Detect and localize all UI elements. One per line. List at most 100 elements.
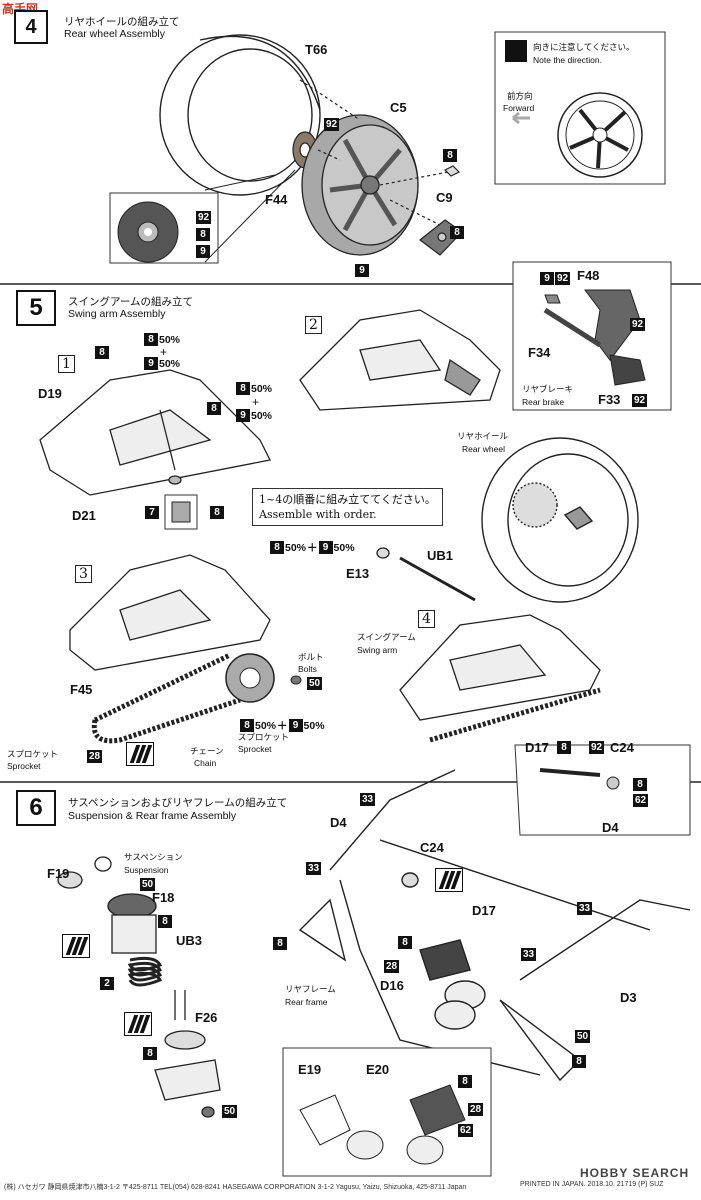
paint-badge-62: 62 bbox=[458, 1124, 474, 1137]
paint-badge-50: 50 bbox=[575, 1030, 591, 1043]
step4-number-box: 4 bbox=[14, 10, 48, 44]
cement-icon bbox=[126, 742, 154, 766]
assemble-note-jp: 1~4の順番に組み立ててください。 bbox=[259, 493, 436, 506]
paint-badge-28: 28 bbox=[87, 750, 103, 763]
sprocket-en: Sprocket bbox=[238, 744, 272, 754]
sub-step-4: 4 bbox=[418, 610, 435, 628]
part-f44: F44 bbox=[265, 192, 288, 207]
chain-en: Chain bbox=[194, 758, 217, 768]
part-f18: F18 bbox=[152, 890, 175, 905]
step6-number-box: 6 bbox=[16, 790, 56, 826]
mix-plus: ＋ bbox=[277, 720, 288, 732]
rear-wheel-en: Rear wheel bbox=[462, 444, 505, 454]
rear-brake-jp: リヤブレーキ bbox=[522, 385, 574, 395]
part-c24: C24 bbox=[610, 740, 634, 755]
paint-badge-33: 33 bbox=[577, 902, 593, 915]
paint-badge-33: 33 bbox=[521, 948, 537, 961]
paint-badge-9: 9 bbox=[540, 272, 554, 285]
sub-step-2: 2 bbox=[305, 316, 322, 334]
part-f26: F26 bbox=[195, 1010, 218, 1025]
paint-badge-9: 9 bbox=[318, 541, 333, 554]
mix-pct: 50% bbox=[303, 719, 325, 732]
paint-badge-8: 8 bbox=[572, 1055, 586, 1068]
paint-badge-9: 9 bbox=[144, 357, 158, 370]
paint-badge-8: 8 bbox=[273, 937, 287, 950]
mix-plus: + bbox=[252, 395, 260, 409]
paint-badge-92: 92 bbox=[555, 272, 571, 285]
footer-address: (株) ハセガワ 静岡県焼津市八楠3-1-2 〒425-8711 TEL(054… bbox=[4, 1184, 467, 1191]
paint-badge-28: 28 bbox=[468, 1103, 484, 1116]
paint-badge-33: 33 bbox=[360, 793, 376, 806]
swing-arm-jp: スイングアーム bbox=[357, 633, 416, 643]
sprocket-jp: スプロケット bbox=[238, 733, 290, 743]
footer-printed: PRINTED IN JAPAN. 2018.10. 21719 (P) SUZ bbox=[520, 1181, 664, 1188]
sub-step-3: 3 bbox=[75, 565, 92, 583]
assembly-lines-step4 bbox=[299, 79, 449, 226]
direction-note-en: Note the direction. bbox=[533, 55, 602, 65]
hobby-search-watermark: HOBBY SEARCH bbox=[580, 1166, 690, 1180]
paint-badge-8: 8 bbox=[398, 936, 412, 949]
paint-badge-8: 8 bbox=[240, 719, 254, 732]
part-f34: F34 bbox=[528, 345, 551, 360]
part-d17-main: D17 bbox=[472, 903, 496, 918]
paint-badge-8: 8 bbox=[158, 915, 172, 928]
mix-pct: 50% bbox=[159, 357, 181, 370]
mix-instruction-4: 8 50% ＋ 9 50% bbox=[240, 718, 325, 733]
part-f45: F45 bbox=[70, 682, 93, 697]
mix-pct: 50% bbox=[251, 382, 273, 395]
paint-badge-8: 8 bbox=[210, 506, 224, 519]
forward-en: Forward bbox=[503, 103, 535, 113]
paint-badge-50: 50 bbox=[222, 1105, 238, 1118]
mix-pct: 50% bbox=[285, 541, 307, 554]
swing-arm-4-drawing bbox=[399, 614, 601, 743]
rear-brake-en: Rear brake bbox=[522, 397, 565, 407]
part-d4: D4 bbox=[602, 820, 619, 835]
paint-badge-8: 8 bbox=[633, 778, 647, 791]
rear-wheel-sprocket-drawing bbox=[481, 437, 639, 603]
assemble-note-en: Assemble with order. bbox=[259, 508, 377, 521]
bolts-jp: ボルト bbox=[298, 653, 324, 663]
paint-badge-8: 8 bbox=[236, 382, 250, 395]
part-f19: F19 bbox=[47, 866, 70, 881]
direction-note-jp: 向きに注意してください。 bbox=[533, 43, 635, 53]
part-e13: E13 bbox=[346, 566, 370, 581]
paint-badge-8: 8 bbox=[458, 1075, 472, 1088]
part-c24-main: C24 bbox=[420, 840, 444, 855]
part-ub3: UB3 bbox=[176, 933, 203, 948]
cement-icon bbox=[124, 1012, 152, 1036]
chain-guide-detail bbox=[164, 494, 198, 530]
paint-badge-8: 8 bbox=[95, 346, 109, 359]
light-detail-box bbox=[282, 1047, 492, 1177]
paint-badge-9: 9 bbox=[288, 719, 303, 732]
part-c5: C5 bbox=[390, 100, 407, 115]
paint-badge-8: 8 bbox=[443, 149, 457, 162]
paint-badge-92: 92 bbox=[630, 318, 646, 331]
part-e20: E20 bbox=[366, 1062, 390, 1077]
paint-badge-2: 2 bbox=[100, 977, 114, 990]
part-e19: E19 bbox=[298, 1062, 322, 1077]
paint-badge-9: 9 bbox=[196, 245, 210, 258]
step6-title-en: Suspension & Rear frame Assembly bbox=[68, 810, 237, 822]
swing-arm-3-drawing bbox=[69, 554, 271, 671]
mix-pct: 50% bbox=[333, 541, 355, 554]
step6-title-jp: サスペンションおよびリヤフレームの組み立て bbox=[68, 797, 288, 809]
part-d19: D19 bbox=[38, 386, 62, 401]
rear-frame-drawing bbox=[298, 769, 691, 1082]
mix-plus: ＋ bbox=[307, 542, 318, 554]
cement-icon bbox=[435, 868, 463, 892]
paint-badge-28: 28 bbox=[384, 960, 400, 973]
sprocket-left-jp: スプロケット bbox=[7, 750, 59, 760]
paint-badge-7: 7 bbox=[145, 506, 159, 519]
part-d16: D16 bbox=[380, 978, 404, 993]
mix-instruction-2b: 9 50% bbox=[236, 409, 272, 422]
sprocket-left-en: Sprocket bbox=[7, 761, 41, 771]
part-ub1: UB1 bbox=[427, 548, 454, 563]
step5-title-jp: スイングアームの組み立て bbox=[68, 296, 194, 308]
part-d17: D17 bbox=[525, 740, 549, 755]
mix-instruction-1: 8 50% bbox=[144, 333, 180, 346]
swing-arm-en: Swing arm bbox=[357, 645, 398, 655]
paint-badge-9: 9 bbox=[355, 264, 369, 277]
paint-badge-62: 62 bbox=[633, 794, 649, 807]
